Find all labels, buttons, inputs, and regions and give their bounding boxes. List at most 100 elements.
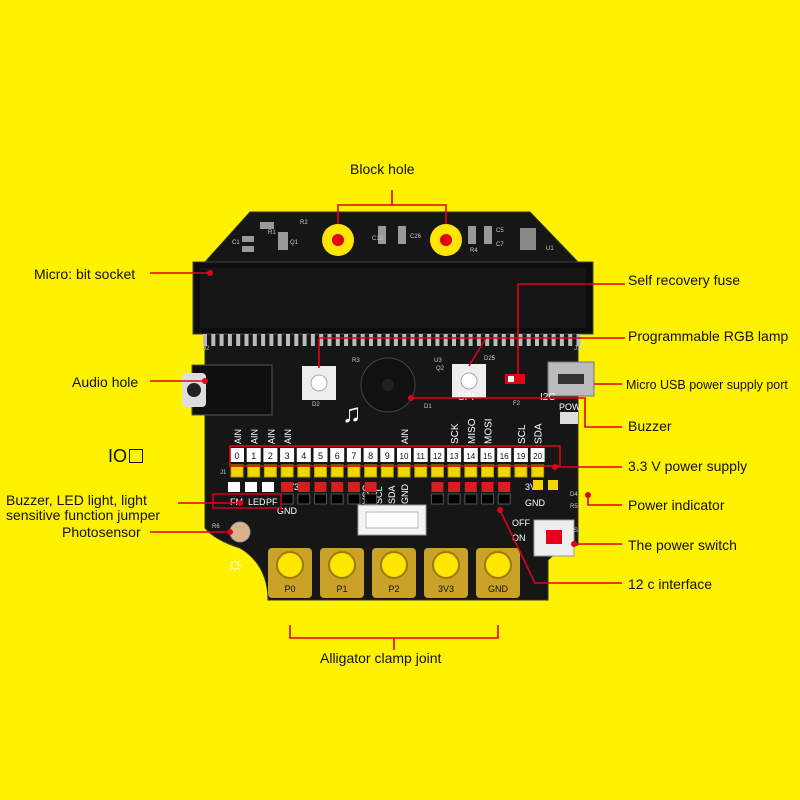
header-pin-yellow [380,464,394,478]
header-pin-yellow [414,464,428,478]
pin-number-label: 19 [516,452,525,461]
alligator-pad-label: GND [488,584,509,594]
socket-pin [468,334,473,346]
pow-led [560,412,578,424]
alligator-pad-label: P1 [336,584,347,594]
silk-label: R5 [570,504,578,510]
socket-pin [319,334,324,346]
socket-pin [269,334,274,346]
header-pin-yellow [364,464,378,478]
pin-number-label: 9 [385,451,390,461]
socket-pin [418,334,423,346]
jumper-label: PF [266,497,278,507]
socket-pin [410,334,415,346]
rgb-led-2 [452,364,486,398]
socket-pin [543,334,548,346]
header-pin-yellow [280,464,294,478]
header-pin-red [464,482,477,492]
socket-pin [435,334,440,346]
label-buzzer: Buzzer [628,418,672,434]
socket-pin [277,334,282,346]
silk-label: D25 [484,356,496,362]
header-pin-red [347,482,360,492]
silk-label: U1 [546,246,554,252]
pin-number-box [480,448,495,462]
buzzer-component: ♫ [342,357,416,428]
socket-pin [501,334,506,346]
header-pin-red [281,482,294,492]
header-pin-yellow [514,464,528,478]
pin-number-label: 8 [368,451,373,461]
alligator-hole [432,551,460,579]
header-pin-black [297,493,311,505]
socket-pin [559,334,564,346]
silk-label: C1 [232,240,240,246]
svg-text:☼: ☼ [226,553,244,575]
i2c-label: SDA [534,423,545,444]
off-label: OFF [512,518,530,528]
label-jumper-line2: sensitive function jumper [6,507,161,523]
silk-label: D1 [424,404,432,410]
alligator-hole [276,551,304,579]
socket-pin [302,334,307,346]
silk-label: J1 [220,470,227,476]
gnd-label-right: GND [525,498,546,508]
socket-pin [493,334,498,346]
header-pin-yellow [263,464,277,478]
header-pin-red [481,482,494,492]
on-label: ON [512,533,526,543]
socket-pin [227,334,232,346]
pin-number-label: 10 [400,452,409,461]
pin-number-label: 13 [450,452,459,461]
pin-number-box [530,448,545,462]
pin-number-label: 20 [533,452,542,461]
pin-number-label: 11 [417,452,426,461]
pin-number-box [246,448,261,462]
header-pin-yellow [430,464,444,478]
alligator-hole [484,551,512,579]
header-pin-yellow [230,464,244,478]
label-power-indicator: Power indicator [628,497,725,513]
socket-pin [219,334,224,346]
socket-pin [203,334,207,346]
silk-label: R6 [212,524,220,530]
header-pin-red [331,482,344,492]
pin-number-box [296,448,311,462]
alligator-pad-label: 3V3 [438,584,454,594]
socket-pin [294,334,299,346]
silk-label: C7 [496,242,504,248]
header-pin-red [364,482,377,492]
socket-pin [286,334,290,346]
vcc-label: SCL [374,486,384,504]
pin-number-box [230,448,244,462]
socket-pin [402,334,407,346]
smd-components [242,222,536,252]
silk-label: F2 [513,401,521,407]
silk-label: D4 [570,492,578,498]
silk-label: C5 [496,228,504,234]
pin-number-label: 15 [483,452,492,461]
pin-number-box [397,448,411,462]
rgb-led-1 [302,366,336,400]
jumper-pin [228,482,240,492]
header-pin-red [498,482,511,492]
ain-label: AIN [233,429,243,444]
socket-pin [211,334,216,346]
silk-label: U3 [434,358,442,364]
header-pin-yellow [481,464,494,478]
i2c-label: SCL [517,424,528,444]
socket-pin [310,334,315,346]
header-pin-yellow [548,480,558,490]
spi-label: MISO [467,418,478,444]
pin-number-box [313,448,328,462]
header-pin-black [464,493,478,505]
silk-label: R3 [352,358,360,364]
pin-number-label: 16 [500,452,509,461]
socket-pin [526,334,531,346]
gnd-label: GND [277,506,298,516]
header-pin-yellow [397,464,411,478]
pin-number-label: 2 [268,451,273,461]
header-pin-yellow [464,464,478,478]
